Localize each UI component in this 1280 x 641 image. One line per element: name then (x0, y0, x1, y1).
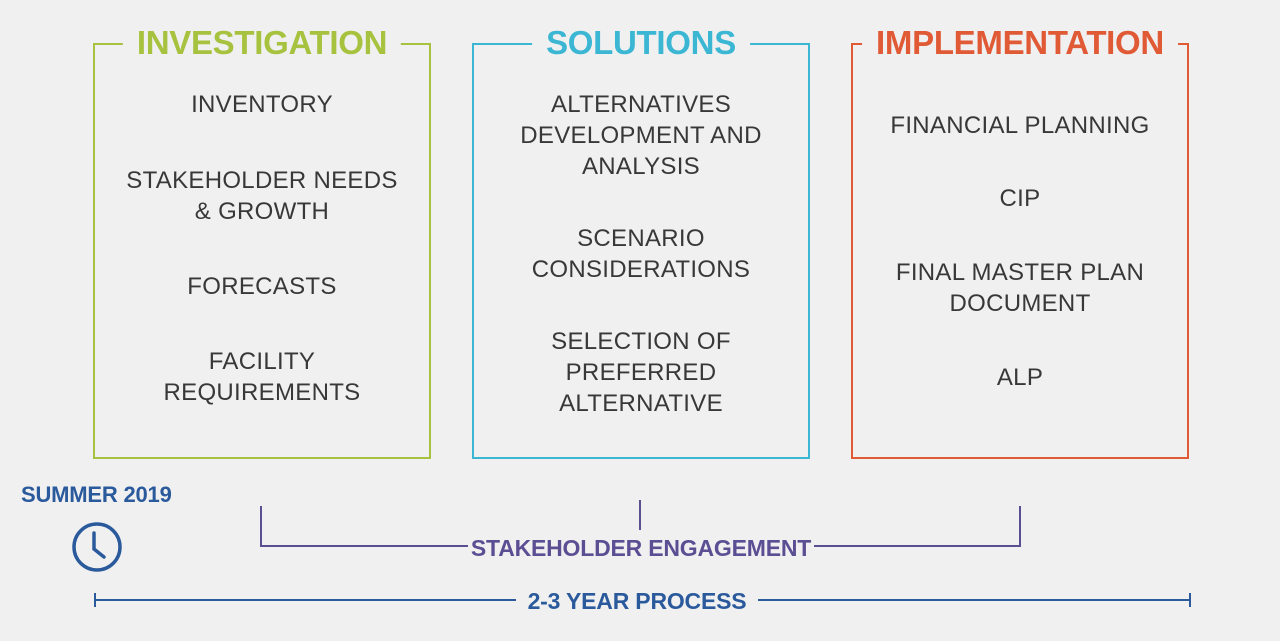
phase-item: FORECASTS (187, 273, 337, 300)
phase-title-solutions: SOLUTIONS (532, 23, 750, 63)
engagement-bracket (260, 500, 1021, 547)
phase-item: INVENTORY (191, 91, 333, 118)
phase-item: SELECTION OF PREFERRED ALTERNATIVE (551, 328, 731, 417)
process-line (94, 593, 1191, 607)
phase-box-implementation: IMPLEMENTATION FINANCIAL PLANNING CIP FI… (851, 23, 1189, 459)
start-date-label: SUMMER 2019 (21, 482, 172, 507)
phase-box-solutions: SOLUTIONS ALTERNATIVES DEVELOPMENT AND A… (472, 23, 810, 459)
phase-item: CIP (999, 185, 1041, 212)
phase-title-implementation: IMPLEMENTATION (862, 23, 1178, 63)
stakeholder-engagement-label: STAKEHOLDER ENGAGEMENT (470, 535, 812, 561)
phase-item: STAKEHOLDER NEEDS & GROWTH (126, 167, 398, 225)
clock-icon (72, 522, 122, 572)
phase-title-investigation: INVESTIGATION (122, 23, 402, 63)
phase-item: ALP (996, 364, 1044, 391)
phase-box-investigation: INVESTIGATION INVENTORY STAKEHOLDER NEED… (93, 23, 431, 459)
phase-item: FACILITY REQUIREMENTS (163, 348, 361, 406)
phase-item: ALTERNATIVES DEVELOPMENT AND ANALYSIS (520, 91, 762, 180)
phase-item: SCENARIO CONSIDERATIONS (531, 225, 751, 283)
process-duration-label: 2-3 YEAR PROCESS (527, 588, 747, 614)
phase-item: FINAL MASTER PLAN DOCUMENT (895, 259, 1145, 317)
phase-item: FINANCIAL PLANNING (890, 112, 1150, 139)
